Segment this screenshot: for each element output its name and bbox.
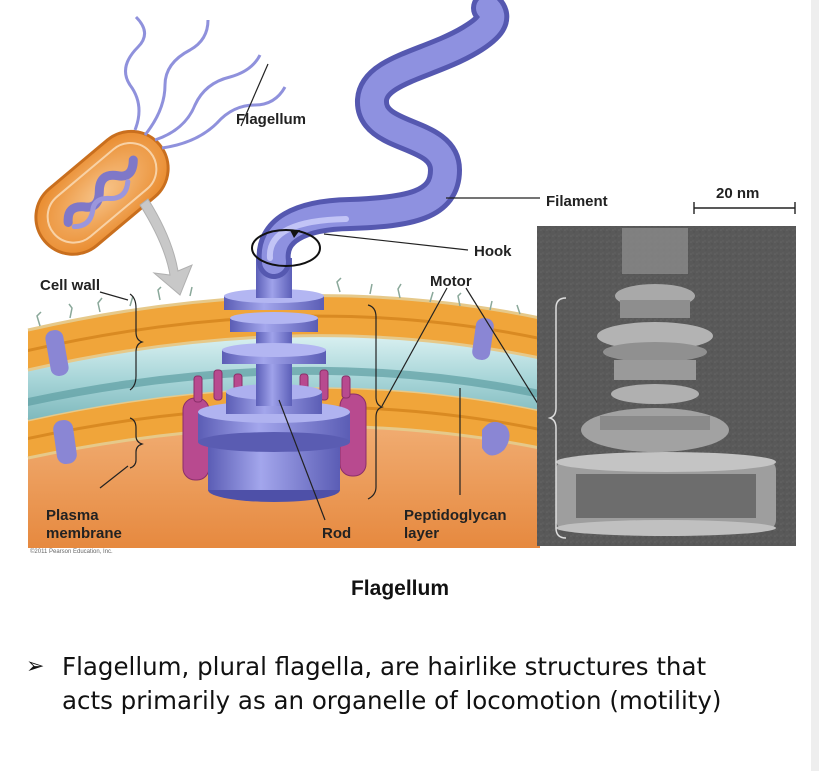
bullet-line-1: Flagellum, plural flagella, are hairlike…	[62, 652, 707, 681]
label-cell-wall: Cell wall	[40, 277, 100, 294]
flagellum-diagram: Flagellum Filament 20 nm Hook Cell wall …	[27, 0, 796, 555]
label-scale-bar: 20 nm	[716, 185, 759, 202]
label-motor: Motor	[430, 273, 472, 290]
label-hook: Hook	[474, 243, 512, 260]
hook-and-filament	[251, 0, 510, 279]
figure-caption: Flagellum	[350, 577, 450, 600]
label-peptidoglycan-1: Peptidoglycan	[404, 507, 507, 524]
electron-micrograph	[537, 202, 796, 546]
right-edge-strip	[811, 0, 819, 771]
flagellar-motor	[182, 258, 367, 502]
label-rod: Rod	[322, 525, 351, 542]
label-flagellum: Flagellum	[236, 111, 306, 128]
label-peptidoglycan-2: layer	[404, 525, 439, 542]
label-plasma-membrane-1: Plasma	[46, 507, 99, 524]
bacterium-cell	[34, 15, 287, 296]
leader-lines	[99, 63, 549, 521]
bullet-line-2: acts primarily as an organelle of locomo…	[62, 686, 722, 715]
arrow-bullet-icon: ➢	[26, 654, 45, 679]
label-filament: Filament	[546, 193, 608, 210]
copyright-text: ©2011 Pearson Education, Inc.	[30, 548, 113, 555]
label-plasma-membrane-2: membrane	[46, 525, 122, 542]
bullet-point: ➢ Flagellum, plural flagella, are hairli…	[26, 650, 806, 718]
